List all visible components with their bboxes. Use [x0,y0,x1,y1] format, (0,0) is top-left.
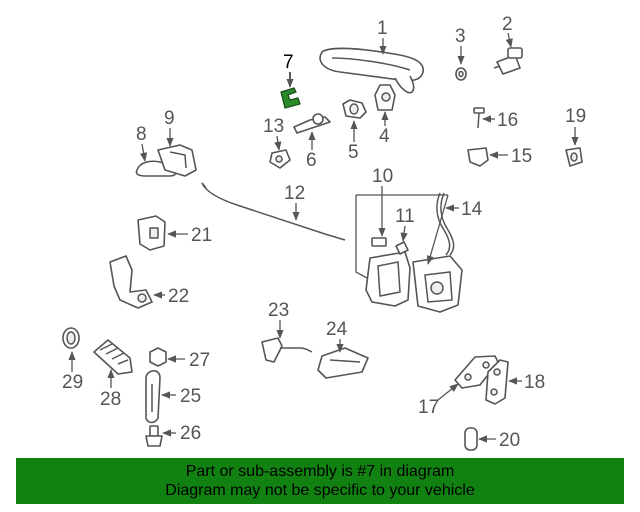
callout-18: 18 [524,372,545,393]
part-4-bracket[interactable] [374,84,396,111]
callout-9: 9 [164,108,175,129]
callout-17: 17 [418,397,439,418]
callout-20: 20 [499,430,520,451]
part-2-lock-cylinder[interactable] [493,47,523,75]
callout-19: 19 [565,106,586,127]
part-27-nut[interactable] [149,347,167,367]
part-19-bumper[interactable] [565,147,583,167]
callout-22: 22 [168,286,189,307]
callout-21: 21 [191,225,212,246]
part-6-rod[interactable] [293,113,331,134]
parts-diagram: 1 2 3 4 5 6 7 8 [62,14,586,451]
callout-27: 27 [189,350,210,371]
callout-8: 8 [136,124,147,145]
callout-23: 23 [268,300,289,321]
part-5-grommet[interactable] [342,99,367,119]
part-24-mount[interactable] [317,347,369,379]
info-banner: Part or sub-assembly is #7 in diagram Di… [16,458,624,504]
part-28-boot[interactable] [93,339,133,375]
callout-12: 12 [284,183,305,204]
callout-10: 10 [372,166,393,187]
callout-1: 1 [377,18,388,39]
part-9-handle-housing[interactable] [157,144,197,177]
callout-13: 13 [263,116,284,137]
part-12-long-rod[interactable] [201,182,346,241]
part-3-washer[interactable] [455,67,467,81]
callout-5: 5 [348,142,359,163]
part-14-cable[interactable] [436,192,455,256]
callout-4: 4 [379,126,390,147]
part-18-striker[interactable] [485,359,509,405]
callout-26: 26 [180,423,201,444]
part-13-clip[interactable] [269,149,291,169]
callout-28: 28 [100,389,121,410]
part-16-screw[interactable] [473,107,485,129]
callout-25: 25 [180,386,201,407]
callout-29: 29 [62,372,83,393]
part-10-latch-assembly[interactable] [365,251,463,313]
banner-line-1: Part or sub-assembly is #7 in diagram [185,463,455,480]
part-20-plug[interactable] [464,427,478,451]
part-7-clip-highlighted[interactable] [280,87,301,109]
part-29-grommet[interactable] [62,327,80,349]
callout-2: 2 [502,14,513,35]
part-25-cover[interactable] [145,370,161,424]
part-11-connector[interactable] [371,237,409,255]
callout-11: 11 [395,206,415,227]
banner-line-2: Diagram may not be specific to your vehi… [165,482,475,499]
part-1-outside-handle[interactable] [319,47,424,94]
part-23-check-link[interactable] [261,337,313,363]
callout-24: 24 [326,319,348,340]
part-15-nut-clip[interactable] [467,147,489,167]
part-22-hinge[interactable] [109,255,153,309]
part-26-push-pin[interactable] [145,425,163,447]
part-21-bracket[interactable] [137,215,166,251]
callout-3: 3 [455,26,466,47]
callout-6: 6 [306,150,317,171]
callout-15: 15 [511,146,532,167]
callout-16: 16 [497,110,518,131]
callout-7: 7 [283,52,294,73]
callout-14: 14 [461,199,483,220]
